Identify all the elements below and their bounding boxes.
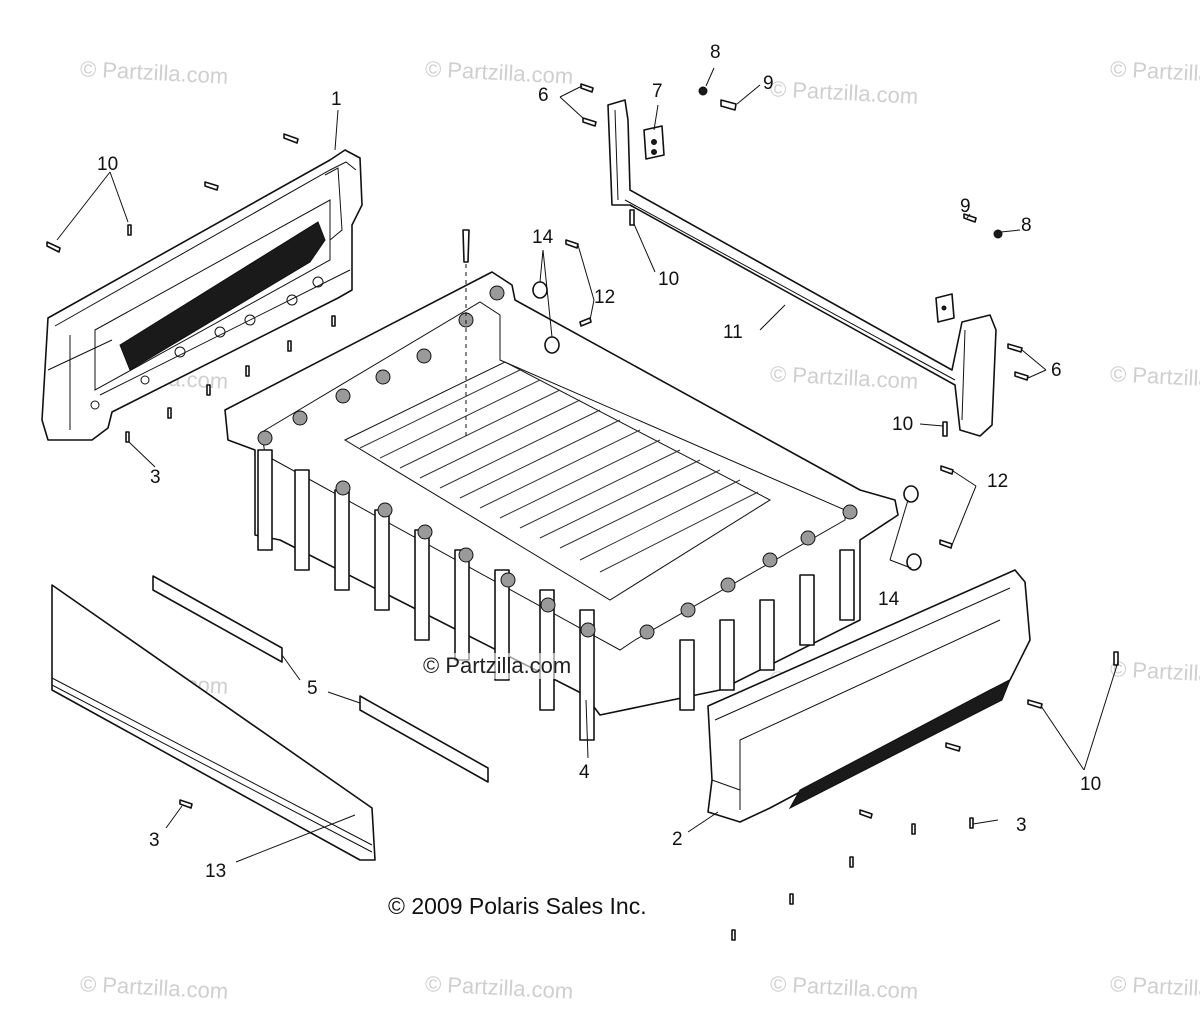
fasteners[interactable]: [46, 83, 1119, 941]
callout-13: 13: [205, 861, 227, 882]
cargo-box-legs: [257, 449, 855, 741]
foam-strip[interactable]: [152, 575, 489, 783]
callout-14: 14: [878, 589, 900, 610]
cargo-box[interactable]: [224, 229, 899, 741]
callout-8: 8: [1021, 215, 1032, 236]
callout-12: 12: [987, 471, 1009, 492]
washer[interactable]: [532, 281, 922, 571]
callout-6: 6: [538, 85, 549, 106]
callout-10: 10: [1080, 774, 1102, 795]
callout-9: 9: [960, 196, 971, 217]
bracket[interactable]: [643, 125, 955, 323]
callout-5: 5: [307, 678, 318, 699]
callout-14: 14: [532, 227, 554, 248]
callout-10: 10: [658, 269, 680, 290]
center-watermark: © Partzilla.com: [423, 653, 572, 679]
callout-3: 3: [149, 830, 160, 851]
copyright-notice: © 2009 Polaris Sales Inc.: [388, 893, 647, 919]
left-side-panel[interactable]: [41, 149, 363, 441]
leader-lines: [56, 67, 1119, 863]
right-side-panel[interactable]: [707, 569, 1031, 823]
tailgate-panel[interactable]: [51, 584, 376, 861]
callout-3: 3: [150, 467, 161, 488]
callout-6: 6: [1051, 360, 1062, 381]
cargo-floor-slats: [359, 369, 759, 573]
callout-10: 10: [892, 414, 914, 435]
callout-12: 12: [594, 287, 616, 308]
callout-9: 9: [763, 73, 774, 94]
cargo-box-bosses: [257, 285, 858, 640]
callout-10: 10: [97, 154, 119, 175]
callout-7: 7: [652, 81, 663, 102]
callout-4: 4: [579, 762, 590, 783]
callout-1: 1: [331, 89, 342, 110]
callout-3: 3: [1016, 815, 1027, 836]
front-rail[interactable]: [607, 99, 997, 437]
callout-8: 8: [710, 42, 721, 63]
callout-11: 11: [723, 322, 743, 343]
callout-2: 2: [672, 829, 683, 850]
